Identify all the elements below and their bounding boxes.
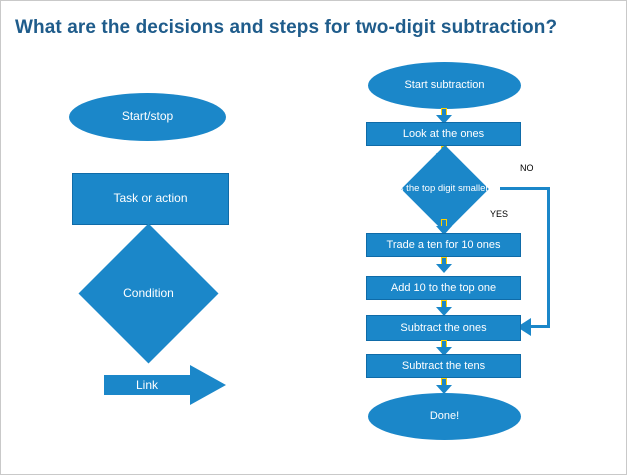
flow-node-add-10: Add 10 to the top one [366, 276, 521, 300]
flow-node-start: Start subtraction [368, 62, 521, 109]
no-branch-line-top [500, 187, 550, 190]
legend-shape-task-or-action: Task or action [72, 173, 229, 225]
branch-label-no: NO [520, 163, 534, 173]
legend-arrow-bar [104, 375, 190, 395]
flow-node-look-at-the-ones: Look at the ones [366, 122, 521, 146]
flow-node-subtract-the-ones: Subtract the ones [366, 315, 521, 341]
arrow-down-icon [436, 340, 452, 356]
flow-node-trade-a-ten: Trade a ten for 10 ones [366, 233, 521, 257]
flow-node-decision: Is the top digit smaller? [390, 145, 500, 233]
legend-shape-link: Link [104, 365, 226, 405]
arrow-down-icon [436, 378, 452, 394]
arrow-down-icon [436, 300, 452, 316]
legend-arrow-head-icon [190, 365, 226, 405]
arrow-down-icon [436, 219, 452, 235]
legend-link-label: Link [135, 378, 158, 392]
legend-shape-start-stop: Start/stop [69, 93, 226, 141]
flow-node-done: Done! [368, 393, 521, 440]
no-branch-line-bottom [529, 325, 550, 328]
legend-condition-label: Condition [123, 285, 174, 300]
arrow-down-icon [436, 257, 452, 273]
legend-shape-condition: Condition [78, 223, 219, 364]
flow-node-subtract-the-tens: Subtract the tens [366, 354, 521, 378]
decision-label: Is the top digit smaller? [396, 182, 494, 194]
arrow-down-icon [436, 108, 452, 124]
branch-label-yes: YES [490, 209, 509, 219]
page-title: What are the decisions and steps for two… [15, 17, 558, 38]
no-branch-line-vertical [547, 187, 550, 327]
